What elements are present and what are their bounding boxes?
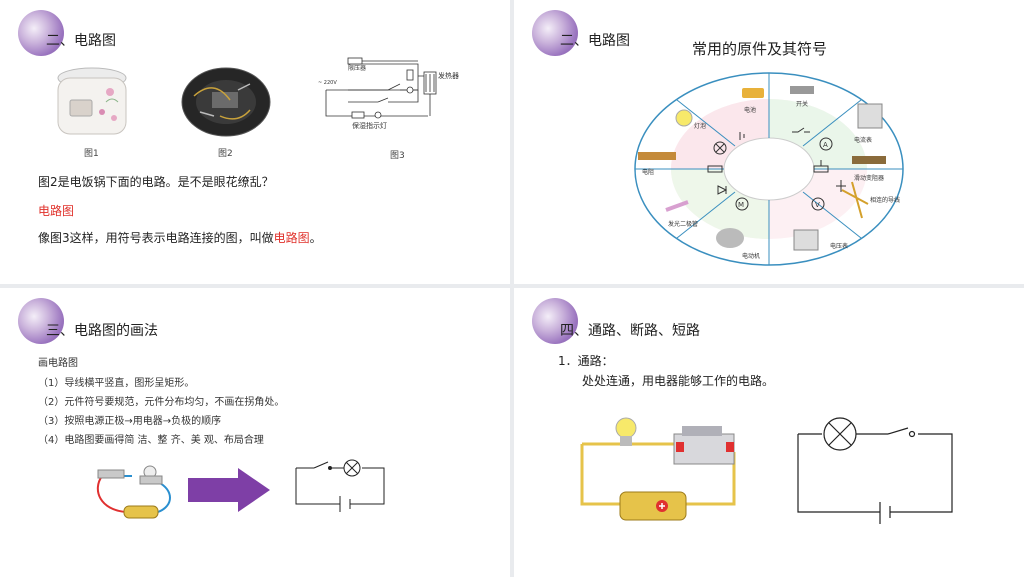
part-resistor: 电阻	[642, 168, 654, 176]
part-bulb: 灯泡	[694, 122, 706, 130]
part-motor: 电动机	[742, 252, 760, 260]
rule-1: （1）导线横平竖直，图形呈矩形。	[38, 378, 195, 389]
label-indicator: 保湿指示灯	[352, 121, 387, 130]
part-ammeter: 电流表	[854, 136, 872, 144]
title-blob	[18, 298, 64, 344]
slide-circuit-diagram[interactable]: 二、电路图	[0, 0, 510, 284]
svg-text:M: M	[738, 201, 744, 209]
real-circuit-image	[97, 465, 171, 519]
circuit-symbol-diagram	[295, 459, 385, 512]
slide-circuit-states[interactable]: 四、通路、断路、短路 1．通路： 处处连通，用电器能够工作的电路。	[514, 288, 1024, 577]
paragraph-definition: 像图3这样，用符号表示电路连接的图，叫做电路图。	[38, 231, 322, 245]
cooker-circuit-figure: 发热器 限压器 ~ 220V 保湿指示灯	[318, 57, 459, 130]
label-heater: 发热器	[438, 71, 459, 80]
slide-title: 二、电路图	[560, 33, 630, 49]
part-switch: 开关	[796, 100, 808, 108]
rule-2: （2）元件符号要规范，元件分布均匀，不画在拐角处。	[38, 397, 285, 408]
svg-text:V: V	[815, 201, 820, 209]
slide-title: 三、电路图的画法	[46, 323, 158, 339]
closed-circuit-diagram	[797, 417, 953, 524]
part-voltmeter: 电压表	[830, 242, 848, 250]
slide-drawing-method[interactable]: 三、电路图的画法 画电路图 （1）导线横平竖直，图形呈矩形。 （2）元件符号要规…	[0, 288, 510, 577]
caption-fig3: 图3	[390, 151, 405, 161]
cooker-bottom-image	[181, 67, 271, 137]
subtitle: 画电路图	[38, 358, 78, 369]
title-blob	[532, 298, 578, 344]
part-battery: 电池	[744, 106, 756, 114]
caption-fig1: 图1	[84, 149, 99, 159]
slide-title: 二、电路图	[46, 33, 116, 49]
rule-3: （3）按照电源正极→用电器→负极的顺序	[38, 416, 222, 427]
paragraph-question: 图2是电饭锅下面的电路。是不是眼花缭乱？	[38, 175, 274, 189]
title-blob	[18, 10, 64, 56]
closed-circuit-picture	[580, 417, 736, 521]
part-rheostat: 滑动变阻器	[854, 174, 884, 182]
title-blob	[532, 10, 578, 56]
part-led: 发光二极管	[668, 220, 698, 228]
item-label: 1．通路：	[558, 354, 614, 368]
slide-heading: 常用的原件及其符号	[692, 40, 828, 58]
slide-components-symbols[interactable]: 二、电路图 常用的原件及其符号 A	[514, 0, 1024, 284]
rice-cooker-image	[57, 67, 127, 135]
rule-4: （4）电路图要画得简 洁、整 齐、美 观、布局合理	[38, 435, 264, 446]
label-voltage: ~ 220V	[318, 80, 337, 86]
heading-circuit-diagram: 电路图	[38, 204, 75, 218]
components-wheel: A V M 电池 开关	[634, 72, 904, 266]
caption-fig2: 图2	[218, 149, 233, 159]
svg-text:A: A	[823, 141, 828, 149]
label-limiter: 限压器	[348, 64, 366, 72]
part-connected-wires: 相连的导线	[870, 196, 900, 204]
item-description: 处处连通，用电器能够工作的电路。	[582, 374, 775, 388]
arrow-graphic	[188, 468, 270, 512]
slide-title: 四、通路、断路、短路	[560, 323, 700, 339]
